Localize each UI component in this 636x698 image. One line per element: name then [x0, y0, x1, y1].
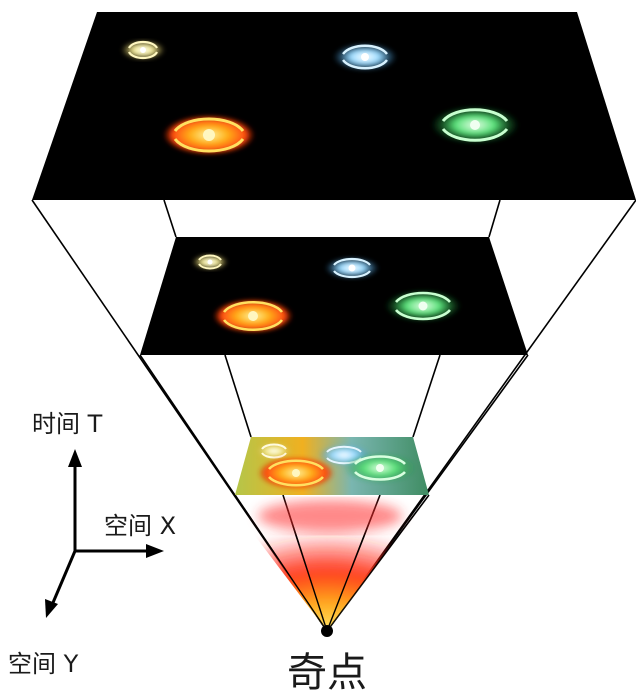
- axis-arrows-icon: [45, 449, 164, 618]
- universe-slice-present: [32, 12, 636, 200]
- galaxy-icon: [121, 40, 165, 60]
- galaxies-present: [121, 40, 519, 155]
- universe-slice-past: [140, 237, 528, 355]
- time-axis-label: 时间 T: [32, 410, 103, 438]
- galaxy-icon: [344, 453, 416, 483]
- galaxy-icon: [385, 290, 461, 322]
- galaxy-icon: [163, 115, 255, 155]
- galaxy-icon: [431, 106, 519, 144]
- fireball-glow-top: [258, 500, 402, 532]
- singularity-point: [321, 625, 333, 637]
- singularity-label: 奇点: [287, 650, 367, 696]
- space-y-axis-label: 空间 Y: [8, 650, 79, 678]
- galaxies-early: [256, 443, 416, 489]
- galaxy-icon: [333, 43, 397, 71]
- galaxy-icon: [192, 254, 228, 270]
- space-x-axis-label: 空间 X: [104, 512, 177, 540]
- galaxies-past: [192, 254, 461, 333]
- galaxy-icon: [256, 443, 292, 459]
- galaxy-icon: [325, 257, 379, 279]
- galaxy-icon: [213, 299, 293, 333]
- galaxy-icon: [258, 457, 334, 489]
